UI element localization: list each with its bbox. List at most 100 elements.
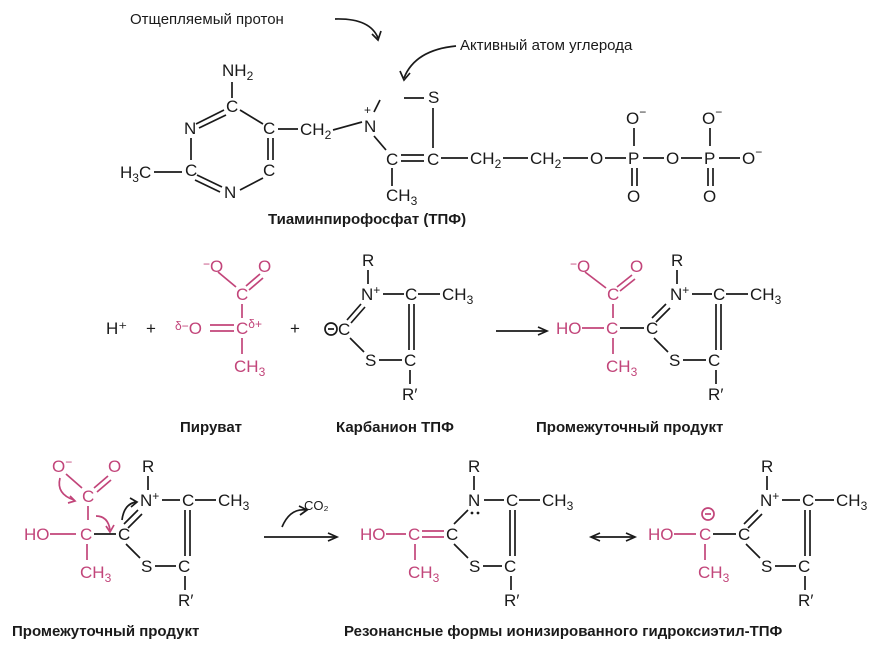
atom-o: O xyxy=(666,149,679,168)
bond xyxy=(346,303,362,321)
alpha-c: C xyxy=(606,319,618,338)
methyl-group: CH3 xyxy=(542,491,574,513)
atom-s: S xyxy=(469,557,480,576)
lone-pair-dot xyxy=(470,511,474,515)
atom-n: N xyxy=(184,119,196,138)
atom-c: C xyxy=(178,557,190,576)
methyl-group: CH3 xyxy=(408,563,440,585)
bond xyxy=(93,475,109,489)
hydroxyl-group: HO xyxy=(24,525,50,544)
atom-n-plus: N+ xyxy=(140,489,159,510)
atom-n-plus: N+ xyxy=(670,283,689,304)
alpha-c: C xyxy=(408,525,420,544)
bond xyxy=(196,174,223,188)
delta-minus-o: δ−O xyxy=(175,319,202,338)
atom-c: C xyxy=(263,119,275,138)
carboxylate-o-minus: −O xyxy=(570,257,590,276)
delta-plus-c: Cδ+ xyxy=(236,317,262,338)
curved-arrow-3 xyxy=(121,501,137,521)
r-prime-group: R′ xyxy=(402,385,417,404)
lone-pair-dot xyxy=(476,511,480,515)
atom-s: S xyxy=(761,557,772,576)
bond xyxy=(655,307,671,323)
r-prime-group: R′ xyxy=(178,591,193,610)
resonance-arrowhead-left xyxy=(588,532,601,542)
atom-c: C xyxy=(446,525,458,544)
atom-p: P xyxy=(704,149,715,168)
bond xyxy=(743,509,759,525)
carbanion-structure: R N+ C CH3 C S C R′ xyxy=(324,251,474,404)
tpp-structure: Отщепляемый протон Активный атом углерод… xyxy=(120,11,762,228)
caption-intermediate-2: Промежуточный продукт xyxy=(12,623,199,640)
bond xyxy=(350,306,366,324)
bond xyxy=(373,135,387,151)
r-group: R xyxy=(142,457,154,476)
reaction-arrowhead xyxy=(537,326,550,336)
r-group: R xyxy=(761,457,773,476)
curved-arrowhead-1 xyxy=(67,495,77,504)
atom-c: C xyxy=(263,161,275,180)
alpha-c: C xyxy=(699,525,711,544)
r-prime-group: R′ xyxy=(708,385,723,404)
bond xyxy=(747,513,763,529)
atom-o: O xyxy=(590,149,603,168)
resonance-arrowhead-right xyxy=(625,532,638,542)
reaction-row-1: H⁺ + −O O C δ−O Cδ+ CH3 Пируват + R N+ C xyxy=(106,251,782,436)
negative-charge-icon xyxy=(701,507,715,521)
atom-c: C xyxy=(798,557,810,576)
reaction-arrowhead xyxy=(327,532,340,542)
bond xyxy=(616,274,633,288)
hydroxyl-group: HO xyxy=(360,525,386,544)
bond xyxy=(239,109,264,125)
plus-sign: + xyxy=(290,319,300,338)
bond xyxy=(125,543,141,559)
atom-p: P xyxy=(628,149,639,168)
proton-arrowhead xyxy=(371,30,382,42)
atom-o-minus: O− xyxy=(742,145,762,168)
bond xyxy=(198,114,227,129)
atom-c: C xyxy=(386,150,398,169)
proton-arrow xyxy=(334,18,379,39)
methyl-group: CH3 xyxy=(234,357,266,379)
bond xyxy=(127,513,143,529)
proton-label: H⁺ xyxy=(106,319,127,338)
atom-s: S xyxy=(365,351,376,370)
atom-o-minus: O− xyxy=(626,105,646,128)
bond xyxy=(653,337,669,353)
atom-c: C xyxy=(404,351,416,370)
intermediate-structure-1: −O O C HO C CH3 C R N+ C CH3 S xyxy=(556,251,782,404)
r-prime-group: R′ xyxy=(504,591,519,610)
atom-c: C xyxy=(646,319,658,338)
atom-c: C xyxy=(182,491,194,510)
methyl-group: H3C xyxy=(120,163,151,185)
bond xyxy=(651,303,667,319)
intermediate-structure-2: O− O C HO C CH3 C R N+ C xyxy=(24,455,250,610)
caption-carbanion: Карбанион ТПФ xyxy=(336,419,454,436)
r-group: R xyxy=(671,251,683,270)
curved-arrowhead-2 xyxy=(105,524,115,534)
bond xyxy=(619,278,636,292)
atom-n-plus: N+ xyxy=(361,283,380,304)
atom-o-minus: O− xyxy=(702,105,722,128)
atom-s: S xyxy=(669,351,680,370)
atom-c: C xyxy=(738,525,750,544)
co2-release-arrowhead xyxy=(298,505,309,516)
bond xyxy=(65,473,83,489)
bond xyxy=(373,99,381,113)
carbonyl-o: O xyxy=(258,257,271,276)
pyruvate-structure: −O O C δ−O Cδ+ CH3 xyxy=(175,257,271,379)
bond xyxy=(195,109,225,125)
methyl-group: CH3 xyxy=(80,563,112,585)
resonance-form-1: HO C CH3 C R N C CH3 S C R′ xyxy=(360,457,574,610)
carboxyl-c: C xyxy=(236,285,248,304)
alpha-c: C xyxy=(80,525,92,544)
methyl-group: CH3 xyxy=(386,186,418,208)
bond xyxy=(248,277,264,291)
atom-s: S xyxy=(141,557,152,576)
carbon-annotation: Активный атом углерода xyxy=(460,37,633,54)
proton-annotation: Отщепляемый протон xyxy=(130,11,284,28)
atom-c: C xyxy=(713,285,725,304)
methyl-group: CH3 xyxy=(750,285,782,307)
hydroxyl-group: HO xyxy=(648,525,674,544)
carboxylate-o-minus: −O xyxy=(203,257,223,276)
